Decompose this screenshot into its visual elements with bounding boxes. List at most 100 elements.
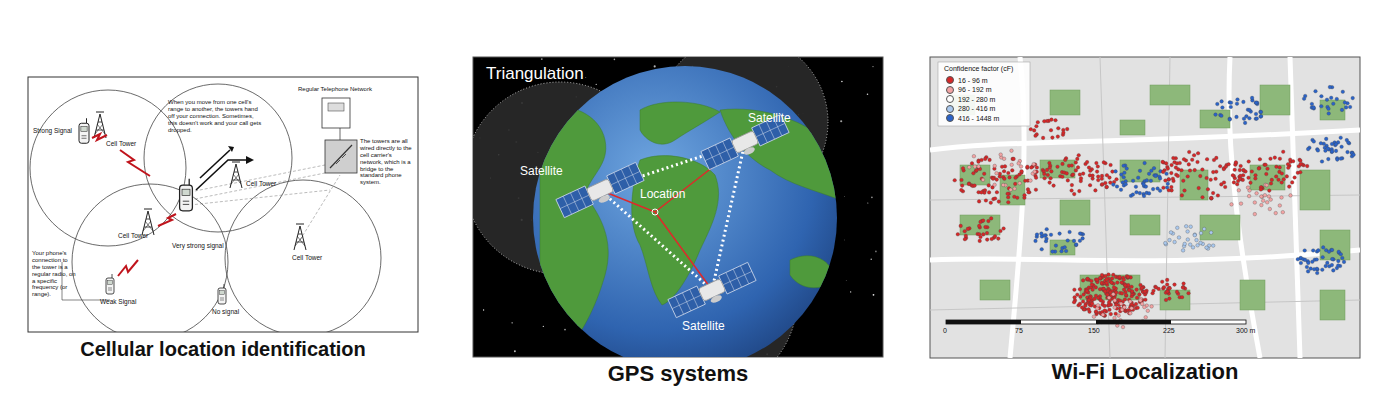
drawn-circle — [1126, 276, 1130, 280]
drawn-circle — [1343, 101, 1347, 105]
satellite-icon — [668, 262, 757, 320]
drawn-circle — [1065, 172, 1069, 176]
drawn-circle — [1266, 167, 1270, 171]
legend-row: 280 - 416 m — [946, 105, 995, 113]
drawn-circle — [1028, 190, 1032, 194]
drawn-circle — [1164, 179, 1168, 183]
drawn-path — [930, 195, 1360, 200]
drawn-circle — [1168, 297, 1172, 301]
drawn-circle — [1084, 304, 1088, 308]
drawn-circle — [1092, 315, 1096, 319]
drawn-circle — [1211, 191, 1215, 195]
drawn-circle — [1314, 89, 1318, 93]
drawn-circle — [1105, 185, 1109, 189]
gps-illustration — [464, 36, 883, 392]
drawn-circle — [1260, 195, 1264, 199]
drawn-circle — [1275, 165, 1279, 169]
drawn-circle — [1062, 131, 1066, 135]
drawn-use — [230, 162, 242, 188]
drawn-circle — [1193, 233, 1197, 237]
drawn-circle — [1101, 313, 1105, 317]
drawn-circle — [1013, 187, 1017, 191]
drawn-circle — [1287, 166, 1291, 170]
drawn-circle — [1352, 153, 1356, 157]
drawn-circle — [1130, 285, 1134, 289]
drawn-circle — [1112, 183, 1116, 187]
drawn-circle — [1167, 178, 1171, 182]
drawn-circle — [1078, 232, 1082, 236]
drawn-circle — [1154, 285, 1158, 289]
drawn-circle — [1238, 177, 1242, 181]
drawn-circle — [1269, 157, 1273, 161]
drawn-circle — [1255, 101, 1259, 105]
drawn-circle — [953, 179, 957, 183]
drawn-circle — [1259, 115, 1263, 119]
drawn-circle — [1093, 297, 1097, 301]
legend-text: 416 - 1448 m — [958, 115, 999, 122]
drawn-circle — [596, 84, 597, 85]
drawn-circle — [1316, 149, 1320, 153]
drawn-circle — [1152, 289, 1156, 293]
drawn-circle — [1094, 294, 1098, 298]
drawn-circle — [652, 209, 658, 215]
drawn-circle — [1130, 306, 1134, 310]
drawn-circle — [1229, 105, 1233, 109]
drawn-circle — [1143, 290, 1147, 294]
drawn-circle — [1324, 264, 1328, 268]
drawn-circle — [1057, 127, 1061, 131]
drawn-circle — [1348, 105, 1352, 109]
drawn-circle — [1016, 196, 1020, 200]
drawn-circle — [1078, 173, 1082, 177]
drawn-circle — [1063, 246, 1067, 250]
drawn-circle — [1064, 249, 1068, 253]
drawn-circle — [960, 184, 964, 188]
drawn-circle — [1035, 233, 1039, 237]
drawn-circle — [1106, 304, 1110, 308]
drawn-circle — [967, 165, 971, 169]
drawn-circle — [225, 180, 381, 332]
drawn-circle — [1157, 287, 1161, 291]
drawn-circle — [1032, 129, 1036, 133]
drawn-circle — [987, 219, 991, 223]
drawn-circle — [1187, 163, 1191, 167]
legend-text: 192 - 280 m — [958, 96, 995, 103]
drawn-circle — [1263, 193, 1267, 197]
drawn-rect — [1320, 290, 1345, 320]
drawn-rect — [1250, 165, 1285, 190]
drawn-circle — [988, 158, 992, 162]
drawn-circle — [871, 259, 872, 260]
drawn-circle — [1306, 270, 1310, 274]
drawn-circle — [1023, 193, 1027, 197]
drawn-circle — [850, 291, 851, 292]
drawn-circle — [1312, 140, 1316, 144]
drawn-circle — [1293, 176, 1297, 180]
drawn-circle — [1176, 174, 1180, 178]
drawn-circle — [1310, 102, 1314, 106]
drawn-circle — [1002, 170, 1006, 174]
drawn-circle — [1167, 178, 1171, 182]
drawn-circle — [1088, 183, 1092, 187]
drawn-circle — [1146, 309, 1150, 313]
drawn-circle — [1102, 161, 1106, 165]
drawn-circle — [1347, 141, 1351, 145]
drawn-path — [92, 134, 107, 140]
drawn-circle — [1020, 169, 1024, 173]
drawn-circle — [1218, 165, 1222, 169]
drawn-circle — [1090, 301, 1094, 305]
drawn-circle — [1078, 189, 1082, 193]
drawn-circle — [1131, 193, 1135, 197]
drawn-circle — [978, 239, 982, 243]
drawn-circle — [1274, 211, 1278, 215]
drawn-circle — [1321, 255, 1325, 259]
drawn-circle — [1110, 281, 1114, 285]
drawn-circle — [981, 219, 985, 223]
drawn-circle — [1270, 178, 1274, 182]
legend-swatch — [946, 95, 954, 103]
drawn-circle — [1080, 306, 1084, 310]
drawn-circle — [1048, 181, 1052, 185]
drawn-circle — [514, 350, 516, 352]
drawn-circle — [1131, 179, 1135, 183]
drawn-circle — [1090, 283, 1094, 287]
drawn-circle — [1046, 173, 1050, 177]
drawn-circle — [1128, 300, 1132, 304]
